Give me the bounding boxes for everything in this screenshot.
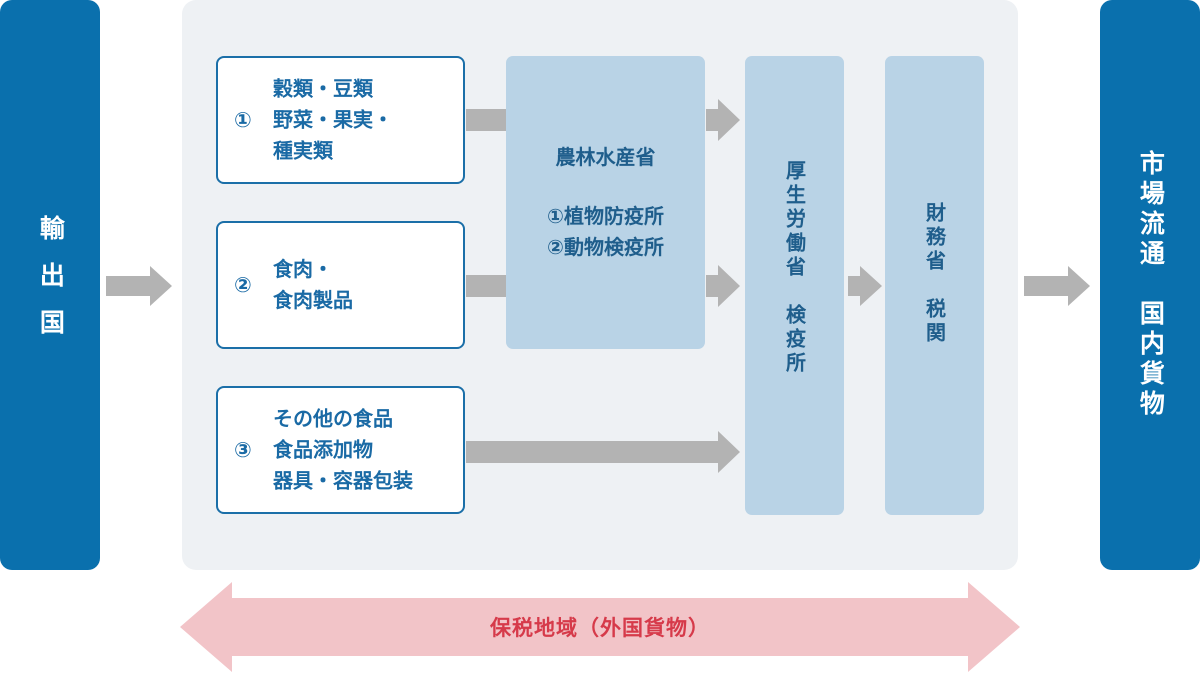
- category-line: 食肉製品: [273, 288, 353, 312]
- category-number: ③: [234, 438, 252, 462]
- category-number: ②: [234, 273, 252, 297]
- category-line: 食肉・: [273, 257, 333, 281]
- export-country-column: 輸出国: [0, 0, 100, 570]
- category-line: その他の食品: [273, 406, 393, 431]
- arrow-right-icon: [706, 99, 740, 141]
- double-arrow-icon: [180, 582, 1020, 672]
- category-line: 穀類・豆類: [273, 76, 373, 101]
- arrow-right-icon: [848, 266, 882, 306]
- export-country-label: 輸出国: [36, 214, 66, 356]
- market-label: 市場流通 国内貨物: [1136, 150, 1166, 420]
- agency-mhlw-box: 厚生労働省 検疫所: [745, 56, 844, 515]
- category-number: ①: [234, 108, 252, 132]
- agency-maff-office-plant: ①植物防疫所: [547, 204, 664, 228]
- category-box-grains: ① 穀類・豆類 野菜・果実・ 種実類: [216, 56, 465, 184]
- connector-line: [466, 275, 506, 297]
- arrow-right-icon: [466, 431, 740, 473]
- arrow-right-icon: [706, 265, 740, 307]
- agency-mof-label: 財務省 税関: [922, 202, 947, 346]
- market-column: 市場流通 国内貨物: [1100, 0, 1200, 570]
- bonded-area-label: 保税地域（外国貨物）: [490, 616, 710, 640]
- agency-maff-office-animal: ②動物検疫所: [547, 235, 664, 259]
- category-line: 食品添加物: [273, 437, 373, 462]
- bonded-area-label-wrap: 保税地域（外国貨物）: [180, 582, 1020, 672]
- agency-mof-box: 財務省 税関: [885, 56, 984, 515]
- category-box-meat: ② 食肉・ 食肉製品: [216, 221, 465, 349]
- agency-maff-title: 農林水産省: [555, 145, 656, 169]
- connector-line: [466, 109, 506, 131]
- category-line: 種実類: [273, 138, 333, 163]
- arrow-right-icon: [106, 266, 172, 306]
- category-line: 器具・容器包装: [273, 468, 413, 493]
- arrow-right-icon: [1024, 266, 1090, 306]
- category-box-other-foods: ③ その他の食品 食品添加物 器具・容器包装: [216, 386, 465, 514]
- agency-mhlw-label: 厚生労働省 検疫所: [782, 160, 807, 376]
- agency-maff-box: 農林水産省 ①植物防疫所 ②動物検疫所: [506, 56, 705, 349]
- category-line: 野菜・果実・: [273, 107, 393, 132]
